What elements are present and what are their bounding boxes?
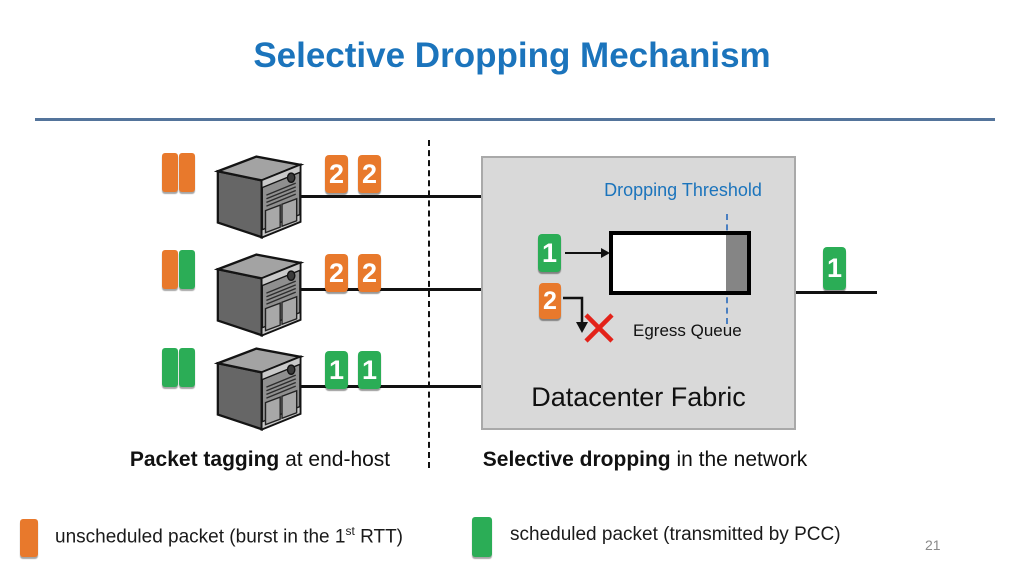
packet-swatch <box>162 250 178 289</box>
host2-packet-pair <box>162 250 195 289</box>
host2-wire <box>296 288 481 291</box>
datacenter-fabric-panel: Dropping Threshold 1 2 Egress Queue Data… <box>481 156 796 430</box>
caption-bold: Packet tagging <box>129 448 280 471</box>
packet-tag: 2 <box>325 155 348 193</box>
datacenter-fabric-label: Datacenter Fabric <box>531 382 746 412</box>
packet-swatch <box>162 153 178 192</box>
enqueue-arrow-icon <box>565 248 610 258</box>
server-icon <box>214 152 306 240</box>
queue-occupancy <box>726 235 747 291</box>
legend-unscheduled-label: unscheduled packet (burst in the 1st RTT… <box>55 524 403 548</box>
host1-wire <box>296 195 481 198</box>
packet-tag: 1 <box>538 234 561 272</box>
packet-swatch <box>179 153 195 192</box>
page-number: 21 <box>925 537 941 553</box>
legend-scheduled-label: scheduled packet (transmitted by PCC) <box>510 524 841 545</box>
packet-swatch <box>179 250 195 289</box>
host3-wire <box>296 385 481 388</box>
caption-packet-tagging: Packet tagging at end-host <box>60 448 460 472</box>
endhost-network-separator <box>428 140 430 468</box>
caption-rest: in the network <box>670 448 808 471</box>
packet-swatch <box>162 348 178 387</box>
dropping-threshold-label: Dropping Threshold <box>604 180 762 200</box>
caption-rest: at end-host <box>279 448 391 471</box>
slide-title: Selective Dropping Mechanism <box>253 36 771 75</box>
legend-unscheduled-swatch <box>20 519 38 557</box>
caption-bold: Selective dropping <box>482 448 671 471</box>
packet-tag: 2 <box>325 254 348 292</box>
packet-tag: 2 <box>539 283 561 319</box>
packet-tag: 1 <box>823 247 846 290</box>
legend-superscript: st <box>345 524 355 538</box>
drop-x-icon <box>584 313 614 343</box>
packet-swatch <box>179 348 195 387</box>
packet-tag: 2 <box>358 155 381 193</box>
server-icon <box>214 344 306 432</box>
server-icon <box>214 250 306 338</box>
caption-selective-dropping: Selective dropping in the network <box>455 448 835 472</box>
host3-packet-pair <box>162 348 195 387</box>
egress-queue-label: Egress Queue <box>633 321 742 340</box>
output-wire <box>796 291 877 294</box>
legend-text-start: unscheduled packet (burst in the 1 <box>55 526 346 548</box>
legend-scheduled-swatch <box>472 517 492 557</box>
legend-text-end: RTT) <box>354 526 404 548</box>
drop-arrow-icon <box>563 296 588 333</box>
egress-queue <box>609 231 751 295</box>
title-divider <box>35 118 995 121</box>
packet-tag: 1 <box>358 351 381 389</box>
packet-tag: 2 <box>358 254 381 292</box>
packet-tag: 1 <box>325 351 348 389</box>
host1-packet-pair <box>162 153 195 192</box>
